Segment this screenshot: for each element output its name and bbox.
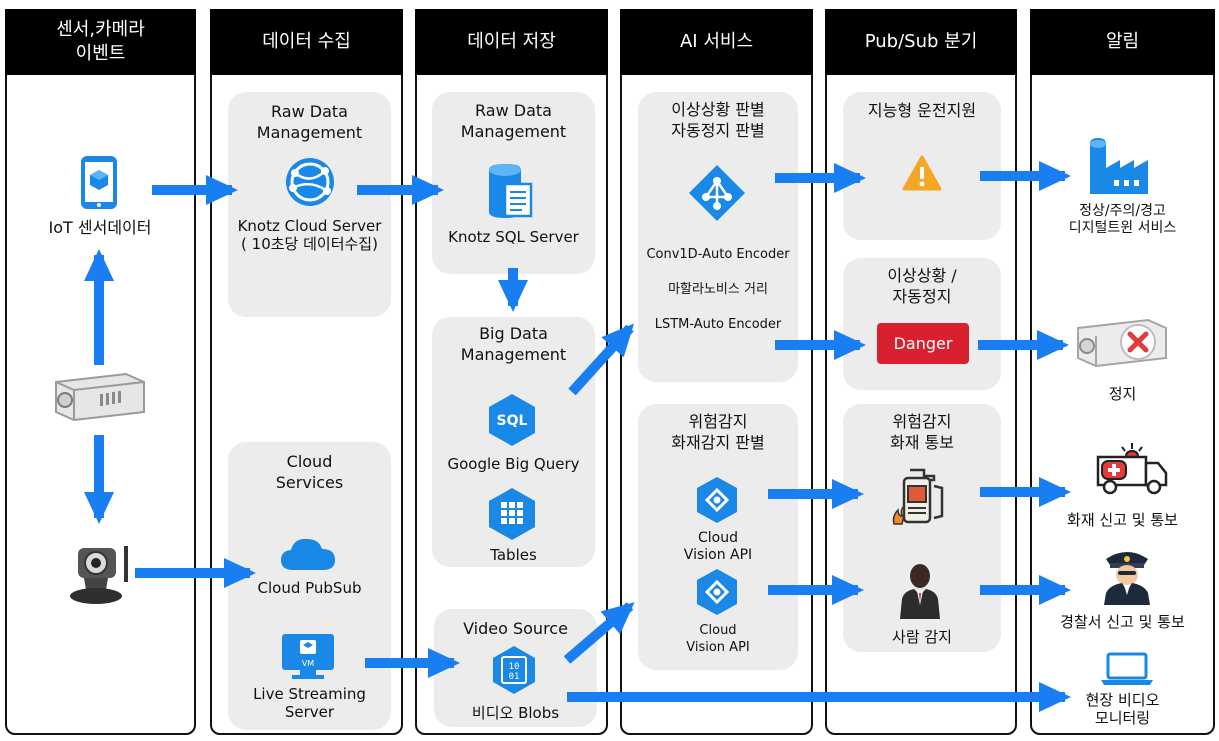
table-hexagon-icon [489,488,535,540]
video-source-title: Video Source [463,619,568,638]
lstm-label: LSTM-Auto Encoder [654,317,782,332]
collection-interval-note: ( 10초당 데이터수집) [241,235,378,253]
panel-ai-danger [638,404,798,670]
column-alerts: 알림 [1030,9,1215,735]
vision-api-2-label-2: Vision API [686,640,750,655]
knotz-sql-server-label: Knotz SQL Server [448,228,579,246]
mahalanobis-label: 마할라노비스 거리 [668,282,768,297]
warning-triangle-icon [902,155,942,191]
ai-danger-title: 위험감지 화재감지 판별 [671,412,765,452]
digital-twin-label-1: 정상/주의/경고 [1079,203,1166,219]
live-streaming-label-1: Live Streaming [253,685,366,703]
ip-camera-icon [70,546,128,604]
digital-twin-label-2: 디지털트윈 서비스 [1068,220,1177,236]
cloud-services-title: Cloud Services [275,452,344,492]
blob-icon-text-bottom: 01 [509,672,520,682]
database-doc-icon [489,164,533,218]
sql-icon-text: SQL [497,413,528,429]
column-header-storage: 데이터 저장 [415,9,608,75]
knotz-cloud-server-label: Knotz Cloud Server [237,217,382,235]
driving-assist-title: 지능형 운전지원 [867,101,977,120]
raw-collection-title: Raw Data Management [256,102,363,142]
police-icon [1104,552,1150,605]
vision-api-icon [697,477,737,523]
ai-anomaly-title: 이상상황 판별 자동정지 판별 [671,100,765,140]
big-data-title: Big Data Management [460,324,567,364]
column-header-ai: AI 서비스 [620,9,813,75]
fire-notify-title: 위험감지 화재 통보 [890,412,954,452]
raw-storage-title: Raw Data Management [460,101,567,141]
arrow-big-to-ai [568,323,635,396]
video-blobs-label: 비디오 Blobs [471,704,560,722]
factory-icon [1090,138,1148,194]
column-header-alerts: 알림 [1030,9,1215,75]
vision-api-icon [697,569,737,615]
vision-api-2-label-1: Cloud [699,623,737,638]
police-report-label: 경찰서 신고 및 통보 [1060,613,1185,631]
globe-network-icon [286,158,334,206]
camera-stop-icon [1077,318,1167,368]
fire-extinguisher-icon [892,468,944,525]
column-sensors: 센서,카메라 이벤트 [5,9,196,735]
ml-network-diamond-icon [689,165,745,221]
vm-text: VM [302,659,314,668]
vision-api-1-label-2: Vision API [683,547,753,563]
laptop-icon [1101,652,1153,685]
blob-icon-text-top: 10 [509,662,520,672]
stop-label: 정지 [1108,385,1137,403]
phone-cube-icon [81,156,117,209]
tables-label: Tables [490,546,537,564]
iot-sensor-label: IoT 센서데이터 [48,218,152,237]
cloud-icon [281,538,335,570]
live-streaming-label-2: Server [284,703,335,721]
sql-hexagon-icon: SQL [489,394,535,446]
cloud-pubsub-label: Cloud PubSub [257,579,362,597]
person-detect-label: 사람 감지 [892,628,952,646]
panel-ai-anomaly [638,92,798,382]
vm-monitor-icon: VM [282,634,334,679]
ambulance-icon [1096,443,1168,495]
blob-hexagon-icon: 10 01 [493,646,535,694]
danger-badge: Danger [877,323,969,364]
conv1d-label: Conv1D-Auto Encoder [646,247,790,262]
column-header-collection: 데이터 수집 [210,9,403,75]
person-icon [900,564,940,619]
video-monitoring-label-1: 현장 비디오 [1085,691,1160,709]
arrow-blob-to-ai [563,602,635,664]
vision-api-1-label-1: Cloud [698,530,738,546]
google-big-query-label: Google Big Query [447,455,580,473]
video-monitoring-label-2: 모니터링 [1094,709,1151,727]
column-header-sensors: 센서,카메라 이벤트 [5,9,196,75]
cctv-camera-icon [55,372,145,422]
column-header-pubsub: Pub/Sub 분기 [825,9,1017,75]
fire-report-label: 화재 신고 및 통보 [1067,511,1178,529]
auto-stop-title: 이상상황 / 자동정지 [887,266,957,306]
